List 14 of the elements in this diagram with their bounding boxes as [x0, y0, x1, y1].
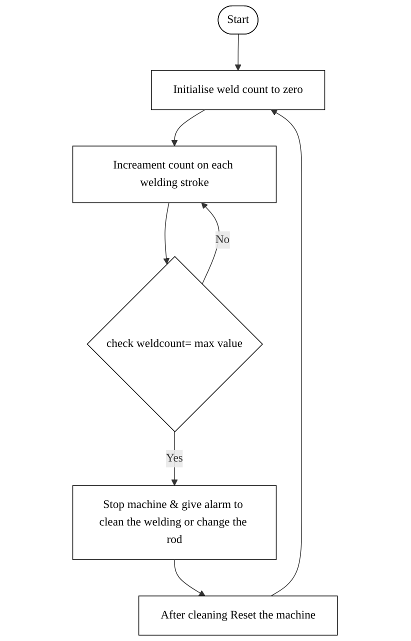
arrow — [235, 34, 242, 71]
arrow — [164, 202, 170, 264]
node-box: Increament count on each welding stroke — [72, 146, 278, 204]
arrow — [172, 431, 178, 486]
arrow — [271, 109, 302, 596]
edge-label: Yes — [166, 452, 184, 464]
node-box: Initialise weld count to zero — [151, 70, 326, 110]
node-box: After cleaning Reset the machine — [138, 596, 338, 636]
arrow — [174, 559, 206, 596]
arrow — [202, 202, 220, 284]
node-box: Stop machine & give alarm to clean the welding or change the rod — [72, 485, 278, 560]
edge-label: No — [216, 233, 230, 246]
arrow — [172, 109, 206, 146]
node-diamond: check weldcount= max value — [87, 256, 264, 432]
